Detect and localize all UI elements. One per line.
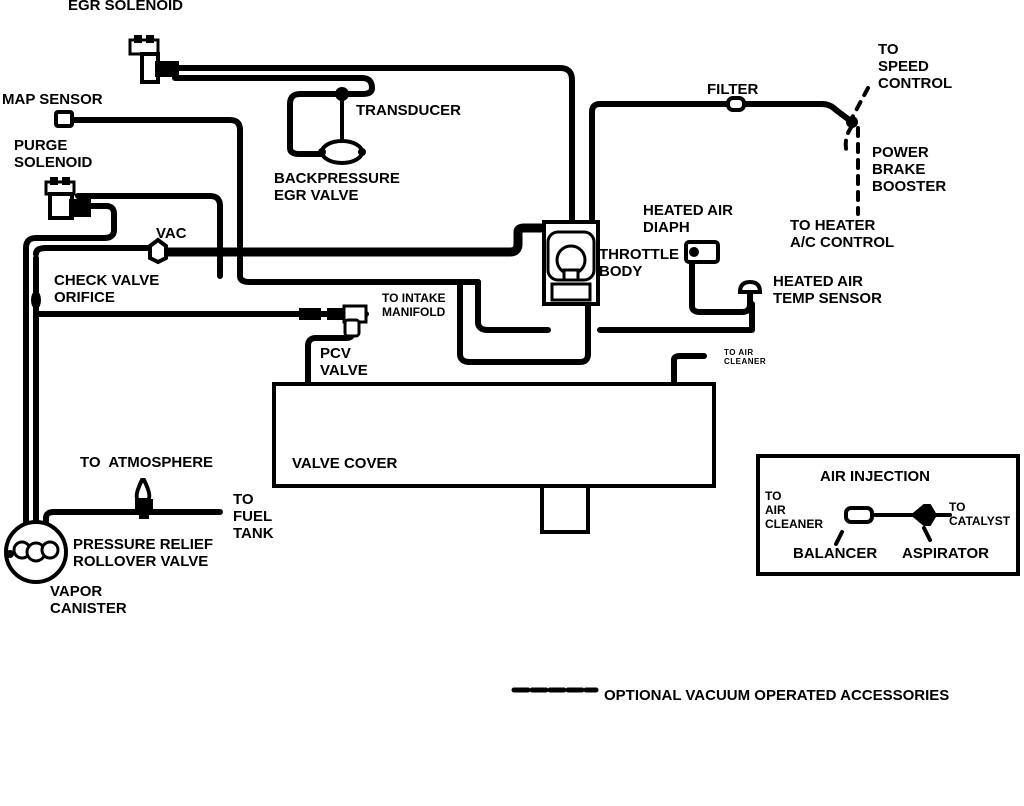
transducer-label: TRANSDUCER xyxy=(356,102,461,119)
balancer-leader-line xyxy=(834,530,844,546)
atmosphere-vent-cap xyxy=(134,478,152,502)
heated-air-diaphragm xyxy=(684,240,720,264)
purge-solenoid xyxy=(44,177,91,220)
heated-air-temp-sensor-label: HEATED AIR TEMP SENSOR xyxy=(773,273,882,307)
egr-transducer-loop xyxy=(172,75,375,157)
map-to-throttle-hose xyxy=(475,279,551,333)
valve-cover-label: VALVE COVER xyxy=(292,455,398,472)
temp-sensor-to-throttle-hose xyxy=(597,301,755,333)
throttle-body-valve xyxy=(562,268,580,282)
purge-solenoid-port xyxy=(69,199,91,217)
egr-supply-hose xyxy=(157,65,575,231)
pcv-valve-body xyxy=(343,318,361,338)
purge-upper-hose xyxy=(75,193,223,279)
heated-air-temp-sensor xyxy=(737,279,763,294)
egr-solenoid-label: EGR SOLENOID xyxy=(68,0,184,14)
to-heater-ac-control-label: TO HEATER A/C CONTROL xyxy=(790,217,895,251)
vac-label: VAC xyxy=(156,225,187,242)
heated-air-diaph-port xyxy=(689,247,699,257)
brake-booster-tee xyxy=(846,116,858,128)
purge-solenoid-body xyxy=(48,192,74,220)
pcv-valve-label: PCV VALVE xyxy=(320,345,368,379)
egr-solenoid-pin-b xyxy=(146,35,154,43)
map-sensor-label: MAP SENSOR xyxy=(2,91,103,108)
heated-air-diaph-label: HEATED AIR DIAPH xyxy=(643,202,733,236)
valve-cover-to-air-cleaner-hose xyxy=(671,353,707,387)
valve-cover-body xyxy=(272,382,716,488)
purge-solenoid-pin-b xyxy=(62,177,70,185)
atmosphere-vent-stem xyxy=(139,507,149,519)
canister-vac-hose xyxy=(33,245,153,257)
aspirator-label: ASPIRATOR xyxy=(902,545,989,562)
filter-to-booster-hose xyxy=(741,101,855,125)
map-sensor xyxy=(54,110,74,128)
air-injection-label: AIR INJECTION xyxy=(820,468,931,485)
valve-cover-to-throttle-hose xyxy=(457,281,591,365)
egr-valve-bolt-left xyxy=(318,148,326,156)
power-brake-booster-label: POWER BRAKE BOOSTER xyxy=(872,144,947,195)
throttle-body xyxy=(542,220,600,306)
map-sensor-hose xyxy=(69,117,481,285)
egr-solenoid-pin-a xyxy=(134,35,142,43)
filter-label: FILTER xyxy=(707,81,759,98)
filter-inlet-hose xyxy=(589,101,731,225)
purge-to-canister-hose xyxy=(23,203,117,533)
egr-valve-body xyxy=(320,139,364,165)
speed-control-dashed-line xyxy=(850,86,870,120)
egr-solenoid-port xyxy=(155,61,179,77)
to-air-cleaner-small-label: TO AIR CLEANER xyxy=(724,348,767,366)
check-valve-orifice-label: CHECK VALVE ORIFICE xyxy=(54,272,160,306)
aspirator-leader-line xyxy=(922,526,932,542)
to-air-cleaner-label: TO AIR CLEANER xyxy=(765,489,824,531)
vapor-canister-label: VAPOR CANISTER xyxy=(50,583,127,617)
valve-cover xyxy=(272,382,716,534)
to-intake-manifold-label: TO INTAKE MANIFOLD xyxy=(382,291,446,319)
fuel-tank-hose xyxy=(43,509,223,533)
to-fuel-tank-label: TO FUEL TANK xyxy=(233,491,274,542)
balancer-body xyxy=(844,506,874,524)
backpressure-egr-valve xyxy=(318,139,366,165)
throttle-body-base xyxy=(550,282,592,302)
egr-solenoid xyxy=(128,35,179,84)
vac-fitting xyxy=(148,237,168,265)
throttle-body-label: THROTTLE BODY xyxy=(599,246,679,280)
backpressure-egr-valve-label: BACKPRESSURE EGR VALVE xyxy=(274,170,400,204)
purge-solenoid-label: PURGE SOLENOID xyxy=(14,137,93,171)
to-atmosphere-label: TO ATMOSPHERE xyxy=(80,454,214,471)
egr-valve-bolt-right xyxy=(358,148,366,156)
transducer xyxy=(335,87,349,101)
intake-connector-a xyxy=(299,308,321,320)
atmosphere-vent xyxy=(134,478,153,519)
vapor-canister-port-d xyxy=(6,550,14,558)
optional-accessory-lines xyxy=(843,86,870,216)
intake-manifold-fitting xyxy=(299,304,368,324)
vapor-canister xyxy=(4,520,68,584)
transducer-node xyxy=(335,87,349,101)
balancer-label: BALANCER xyxy=(793,545,878,562)
to-catalyst-label: TO CATALYST xyxy=(949,500,1011,528)
check-valve-orifice xyxy=(31,291,41,309)
purge-solenoid-pin-a xyxy=(50,177,58,185)
to-speed-control-label: TO SPEED CONTROL xyxy=(878,41,953,92)
vacuum-filter xyxy=(726,96,746,112)
valve-cover-filler-neck xyxy=(540,484,590,534)
legend-optional-accessories-label: OPTIONAL VACUUM OPERATED ACCESSORIES xyxy=(604,687,950,704)
vapor-canister-port-c xyxy=(40,540,60,560)
booster-dashed-line xyxy=(843,124,854,158)
air-injection-panel xyxy=(756,454,1020,576)
pressure-relief-rollover-valve-label: PRESSURE RELIEF ROLLOVER VALVE xyxy=(73,536,214,570)
vac-hose xyxy=(161,223,553,257)
intake-connector-b xyxy=(327,308,345,320)
